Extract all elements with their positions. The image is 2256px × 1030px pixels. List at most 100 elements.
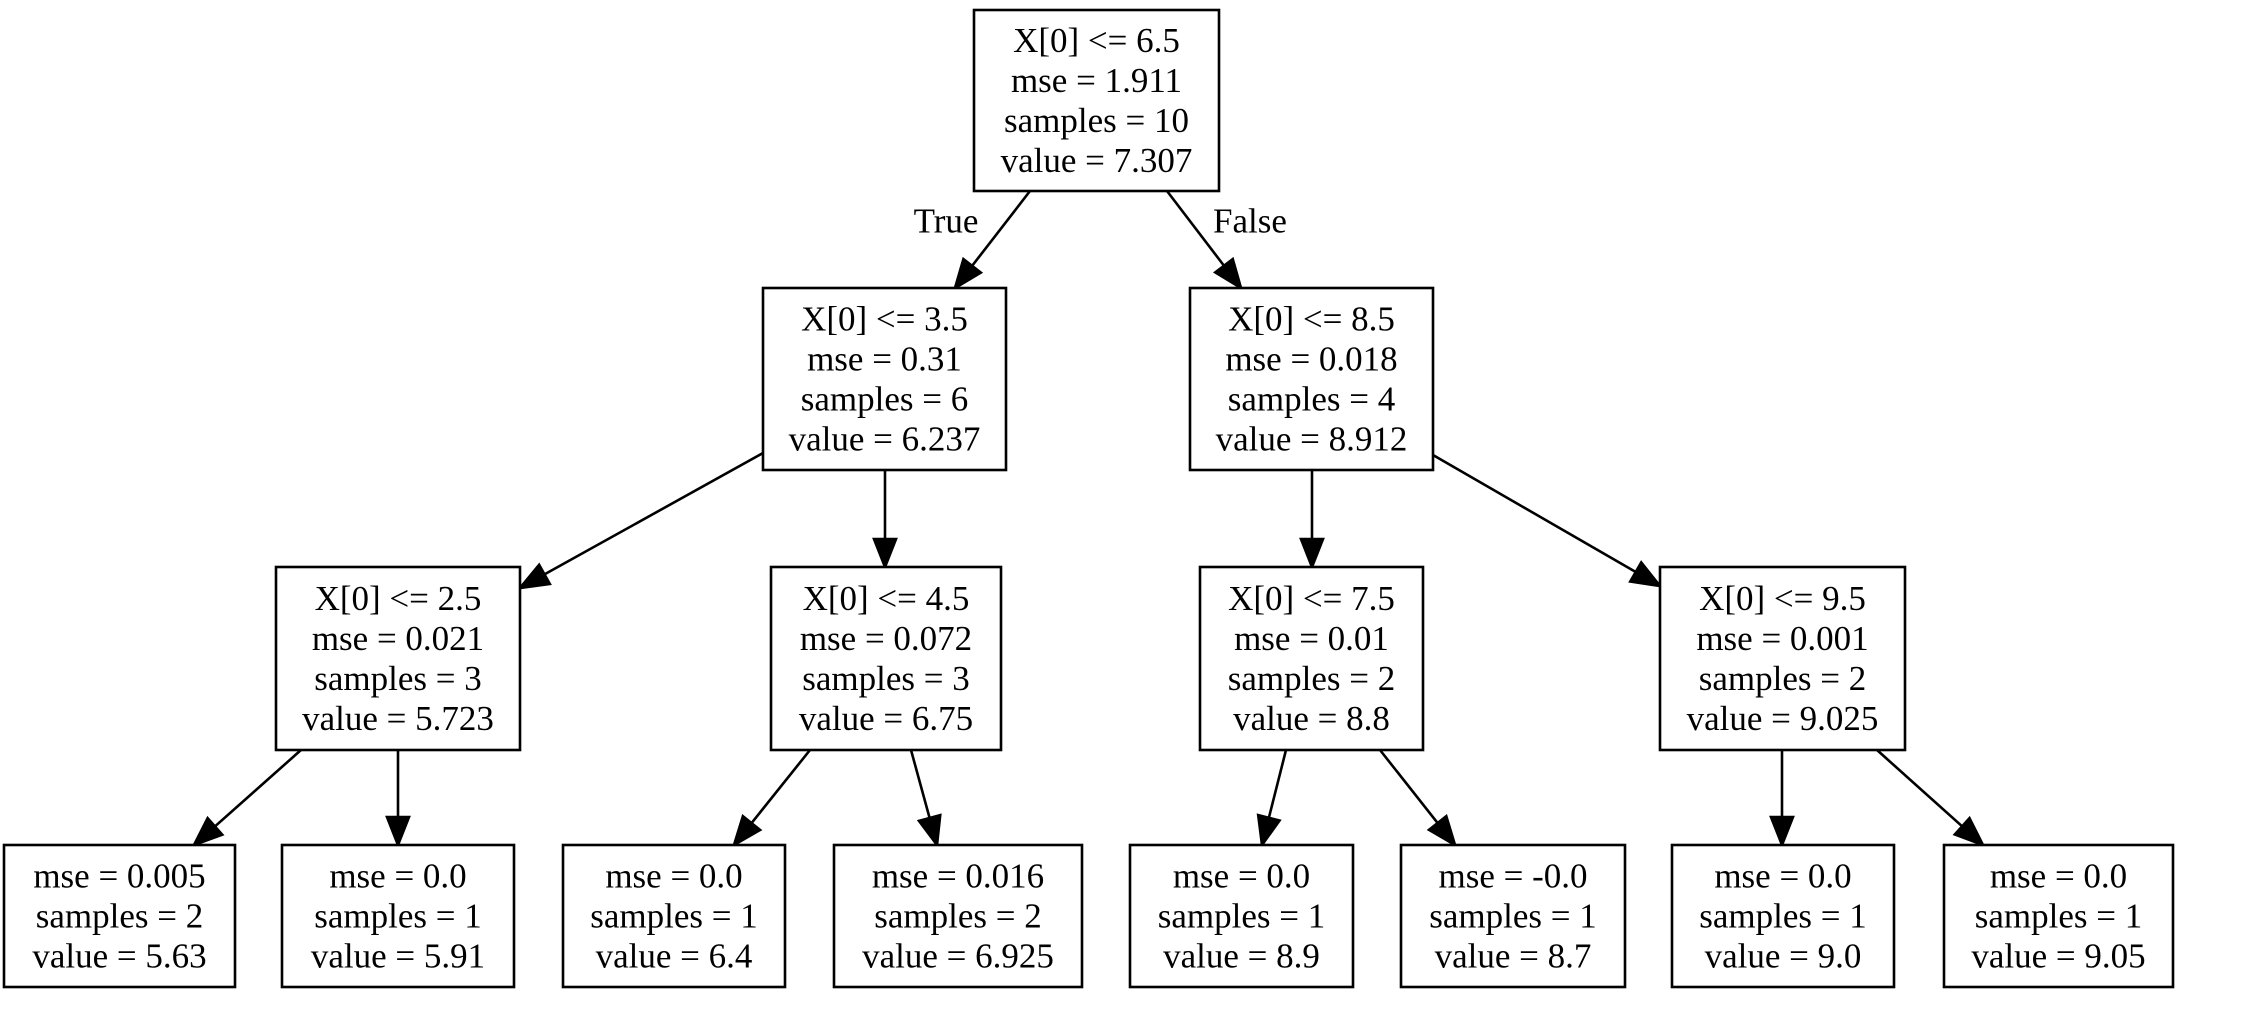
mse-value: mse = 0.001 <box>1696 619 1868 658</box>
edge-n4-to-n9 <box>731 749 812 848</box>
edges-layer: True False <box>191 190 1986 849</box>
node-box <box>769 565 1003 752</box>
arrowhead <box>1256 813 1282 849</box>
edge-n5-to-n12 <box>1378 749 1458 848</box>
arrowhead <box>191 815 225 848</box>
edge-line <box>909 749 931 819</box>
mse-value: mse = 0.31 <box>807 340 962 379</box>
mse-value: mse = 0.018 <box>1225 340 1397 379</box>
node-box <box>1399 843 1627 989</box>
edge-n3-to-n8 <box>385 750 411 849</box>
predicted-value: value = 5.723 <box>302 699 494 738</box>
split-condition: X[0] <= 3.5 <box>801 300 968 339</box>
predicted-value: value = 6.75 <box>799 699 973 738</box>
mse-value: mse = 0.0 <box>1990 857 2127 896</box>
node-box <box>280 843 516 989</box>
predicted-value: value = 8.9 <box>1163 937 1320 976</box>
mse-value: mse = 0.005 <box>33 857 205 896</box>
arrowhead <box>1426 814 1458 848</box>
edge-line <box>750 749 812 824</box>
arrowhead <box>1769 815 1795 849</box>
arrowhead <box>1299 537 1325 571</box>
node-box <box>1188 286 1435 472</box>
arrowhead <box>731 814 763 848</box>
edge-n2-to-n5 <box>1299 470 1325 571</box>
predicted-value: value = 9.0 <box>1705 937 1862 976</box>
samples-count: samples = 3 <box>314 659 482 698</box>
predicted-value: value = 5.63 <box>32 937 206 976</box>
mse-value: mse = 0.021 <box>312 619 484 658</box>
edge-n1-to-n3 <box>516 451 764 590</box>
edge-label-false: False <box>1213 202 1287 241</box>
arrowhead <box>952 256 984 291</box>
edge-label-true: True <box>914 202 979 241</box>
node-box <box>1658 565 1907 752</box>
split-condition: X[0] <= 7.5 <box>1228 579 1395 618</box>
predicted-value: value = 6.237 <box>789 420 981 459</box>
predicted-value: value = 6.4 <box>596 937 753 976</box>
edge-n4-to-n10 <box>909 749 942 849</box>
mse-value: mse = 0.0 <box>605 857 742 896</box>
mse-value: mse = 0.01 <box>1234 619 1389 658</box>
edge-line <box>1165 190 1226 267</box>
node-box <box>832 843 1084 989</box>
edge-n1-to-n4 <box>872 470 898 571</box>
edge-line <box>1876 749 1964 828</box>
arrowhead <box>1628 560 1664 588</box>
split-condition: X[0] <= 4.5 <box>803 579 970 618</box>
arrowhead <box>1212 256 1244 291</box>
samples-count: samples = 2 <box>874 897 1042 936</box>
samples-count: samples = 1 <box>1975 897 2143 936</box>
node-box <box>1670 843 1896 989</box>
samples-count: samples = 4 <box>1228 380 1396 419</box>
edge-n0-to-n2: False <box>1165 190 1287 291</box>
edge-line <box>1378 749 1439 824</box>
samples-count: samples = 1 <box>590 897 758 936</box>
samples-count: samples = 1 <box>314 897 482 936</box>
samples-count: samples = 1 <box>1699 897 1867 936</box>
mse-value: mse = 0.0 <box>1173 857 1310 896</box>
arrowhead <box>916 813 942 849</box>
predicted-value: value = 8.912 <box>1216 420 1408 459</box>
split-condition: X[0] <= 2.5 <box>315 579 482 618</box>
samples-count: samples = 2 <box>1228 659 1396 698</box>
edge-line <box>214 749 302 828</box>
mse-value: mse = 1.911 <box>1011 61 1182 100</box>
node-box <box>1128 843 1355 989</box>
mse-value: mse = 0.072 <box>800 619 972 658</box>
edge-n3-to-n7 <box>191 749 302 848</box>
predicted-value: value = 5.91 <box>311 937 485 976</box>
mse-value: mse = -0.0 <box>1438 857 1587 896</box>
samples-count: samples = 10 <box>1004 101 1189 140</box>
edge-line <box>543 451 764 576</box>
node-box <box>761 286 1008 472</box>
samples-count: samples = 2 <box>36 897 204 936</box>
samples-count: samples = 6 <box>801 380 969 419</box>
predicted-value: value = 7.307 <box>1001 141 1193 180</box>
mse-value: mse = 0.0 <box>329 857 466 896</box>
edge-line <box>1432 453 1637 574</box>
node-box <box>972 8 1221 193</box>
edge-line <box>1267 749 1288 819</box>
node-box <box>1942 843 2175 989</box>
split-condition: X[0] <= 9.5 <box>1699 579 1866 618</box>
node-box <box>561 843 787 989</box>
predicted-value: value = 8.7 <box>1435 937 1592 976</box>
samples-count: samples = 2 <box>1699 659 1867 698</box>
